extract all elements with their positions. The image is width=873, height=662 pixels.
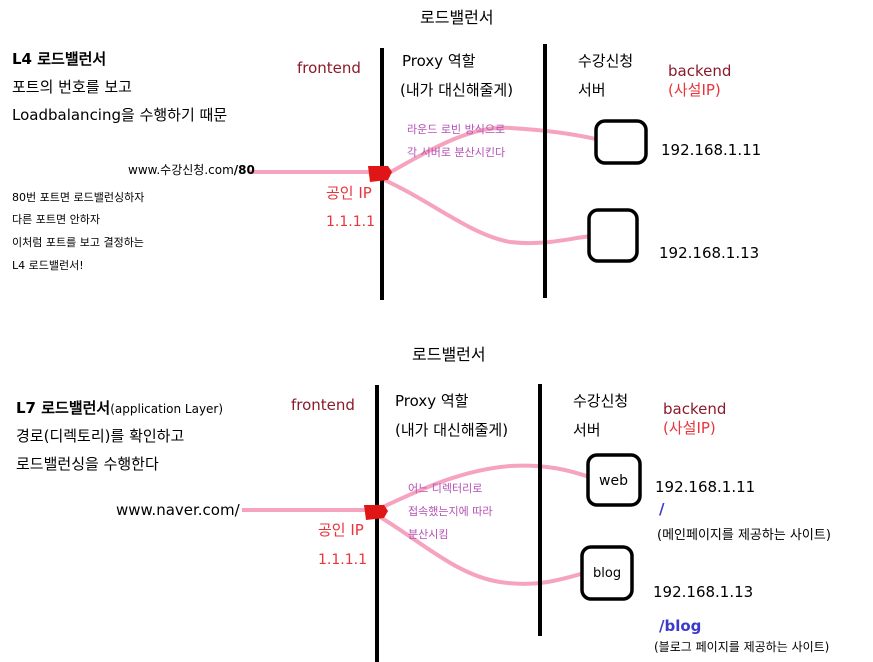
l4-note-line4: L4 로드밸런서! [12,259,84,272]
l7-loadbalancer-marker [364,505,388,520]
l7-heading-main: L7 로드밸런서 [16,399,111,417]
l7-client-url: www.naver.com/ [116,501,240,519]
l7-heading-sub: (application Layer) [110,402,224,416]
l4-url-host: www.수강신청.com [128,163,234,177]
l4-note-line2: 다른 포트면 안하자 [12,213,100,226]
l4-roundrobin-line1: 라운드 로빈 방식으로 [407,123,506,136]
l4-route-lower [379,176,593,246]
l4-section-graphics [250,44,648,300]
l4-server-ip-1: 192.168.1.11 [661,141,762,159]
l4-server-box-1 [594,119,648,165]
l7-heading: L7 로드밸런서(application Layer) [16,400,223,416]
l7-server-ip-2: 192.168.1.13 [653,583,754,601]
l4-public-ip-label: 공인 IP [326,184,372,202]
l7-server-line1: 수강신청 [573,392,629,410]
l4-server-line2: 서버 [578,81,606,99]
l4-note-line3: 이처럼 포트를 보고 결정하는 [12,236,144,249]
l7-path-1: / [659,500,665,518]
l7-backend-label: backend [663,400,727,418]
l7-server-line2: 서버 [573,421,601,439]
l4-server-ip-2: 192.168.1.13 [659,244,760,262]
l7-proxy-line1: Proxy 역할 [395,392,469,410]
l7-blog-box-label: blog [593,566,622,581]
l7-blog-box [580,545,634,601]
l4-title: 로드밸런서 [420,8,494,27]
l7-web-box-label: web [599,473,628,489]
l7-title: 로드밸런서 [412,345,486,364]
l4-proxy-line2: (내가 대신해줄게) [400,81,514,99]
l7-private-ip-label: (사설IP) [663,419,716,437]
l4-private-ip-label: (사설IP) [668,81,721,99]
l7-proxy-line2: (내가 대신해줄게) [395,421,509,439]
l7-public-ip: 1.1.1.1 [318,552,367,568]
l4-heading: L4 로드밸런서 [12,50,107,68]
l4-server-line1: 수강신청 [578,52,634,70]
l4-url-port: /80 [233,163,255,177]
l7-desc-line1: 경로(디렉토리)를 확인하고 [16,427,185,445]
l7-path-1-desc: (메인페이지를 제공하는 사이트) [657,528,831,543]
l7-frontend-label: frontend [291,396,355,414]
l4-client-url: www.수강신청.com/80 [128,164,255,176]
l7-desc-line2: 로드밸런싱을 수행한다 [16,455,159,473]
l4-backend-label: backend [668,62,732,80]
l7-public-ip-label: 공인 IP [318,521,364,539]
l7-server-ip-1: 192.168.1.11 [655,478,756,496]
l7-dir-line3: 분산시킴 [408,528,449,541]
l7-path-2-desc: (블로그 페이지를 제공하는 사이트) [654,640,830,654]
l7-path-2: /blog [659,617,702,635]
l4-public-ip: 1.1.1.1 [326,214,375,230]
l7-route-lower [370,510,589,586]
l7-dir-line1: 어느 디렉터리로 [408,482,483,495]
l4-route-upper [379,125,601,180]
l4-desc-line1: 포트의 번호를 보고 [12,78,132,96]
l4-loadbalancer-marker [368,166,392,182]
l4-desc-line2: Loadbalancing을 수행하기 때문 [12,106,228,124]
l4-server-box-2 [587,208,639,263]
l7-section-graphics [242,384,642,662]
l4-roundrobin-line2: 각 서버로 분산시킨다 [407,146,506,159]
l4-frontend-label: frontend [297,59,361,77]
l7-web-box [586,453,642,507]
l7-route-upper [371,463,593,514]
l4-proxy-line1: Proxy 역할 [402,52,476,70]
l4-note-line1: 80번 포트면 로드밸런싱하자 [12,191,145,204]
l7-dir-line2: 접속했는지에 따라 [408,505,493,518]
